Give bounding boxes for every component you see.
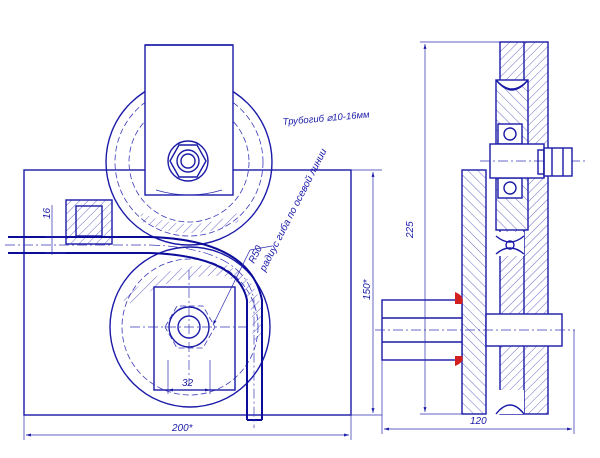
middle-groove <box>495 232 525 256</box>
bent-pipe <box>5 236 263 428</box>
dim-32-label: 32 <box>182 378 194 389</box>
bend-note: радиус гиба по осевой линии <box>257 146 330 274</box>
side-view: 225 120 <box>375 41 585 434</box>
dimension-120: 120 <box>381 330 575 434</box>
title-note: Трубогиб ⌀10-16мм <box>282 109 370 128</box>
upper-shaft <box>480 143 585 179</box>
dim-150-label: 150* <box>362 278 373 300</box>
dimension-16: 16 <box>42 205 66 255</box>
dimension-150: 150* <box>351 169 382 416</box>
dimension-32: 32 <box>167 360 211 394</box>
upper-bracket <box>144 44 234 196</box>
bearing-lower <box>497 177 523 199</box>
dim-120-label: 120 <box>470 416 487 427</box>
lower-pulley <box>495 390 525 415</box>
dimension-200: 200* <box>23 415 352 440</box>
lower-shaft <box>375 292 575 366</box>
mounting-plate <box>461 169 487 415</box>
dim-16-label: 16 <box>42 207 53 219</box>
dimension-225: 225 <box>405 41 500 415</box>
dim-225-label: 225 <box>405 221 416 239</box>
front-view: 16 R50 радиус гиба по осевой линии 32 15… <box>5 44 382 440</box>
bearing-upper <box>497 123 523 145</box>
dim-200-label: 200* <box>171 423 194 434</box>
